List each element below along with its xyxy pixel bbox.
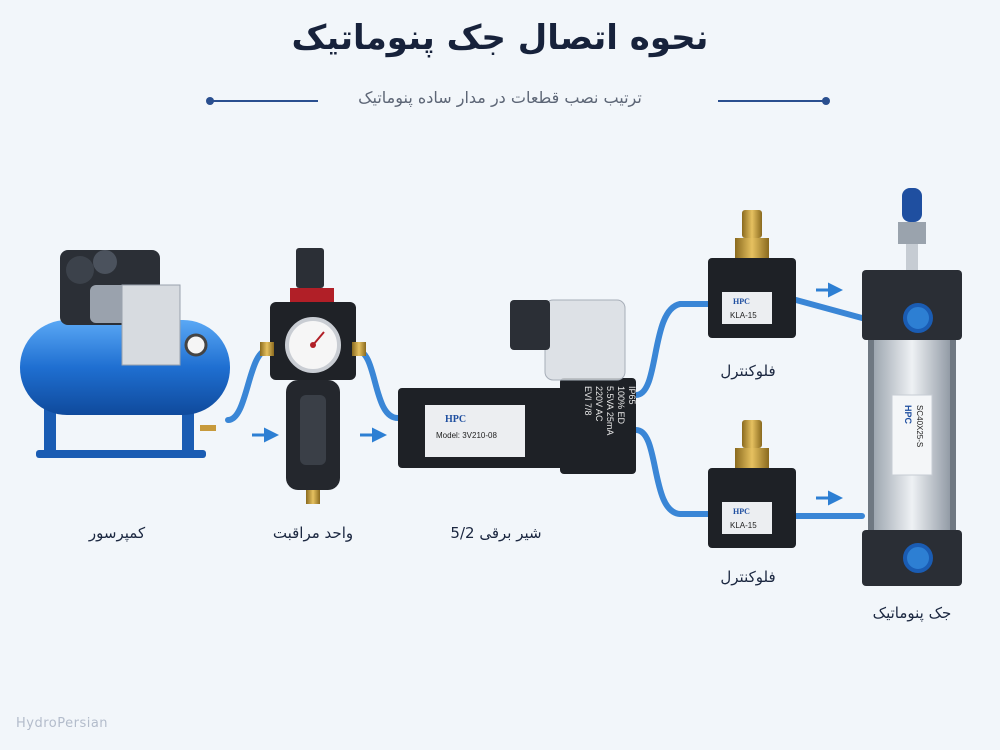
fc-top-model: KLA-15 xyxy=(730,311,757,320)
cyl-brand: HPC xyxy=(903,405,913,425)
label-solenoid-valve: شیر برقی 5/2 xyxy=(450,524,542,542)
coil-line-4: 100% ED xyxy=(616,386,626,425)
rule-dot-right xyxy=(822,97,830,105)
valve-model: Model: 3V210-08 xyxy=(436,431,497,440)
fc-bottom-brand: HPC xyxy=(733,507,750,516)
label-cylinder: جک پنوماتیک xyxy=(872,604,952,622)
flow-control-top: HPC KLA-15 xyxy=(708,210,796,338)
cyl-model: SC40X25-S xyxy=(915,405,924,447)
rule-dot-left xyxy=(206,97,214,105)
label-compressor: کمپرسور xyxy=(88,524,146,542)
page-subtitle: ترتیب نصب قطعات در مدار ساده پنوماتیک xyxy=(358,88,642,107)
tube-fc-top-to-cylinder xyxy=(793,297,865,321)
flow-control-bottom: HPC KLA-15 xyxy=(708,420,796,548)
coil-line-5: IP65 xyxy=(627,386,637,405)
tube-compressor-to-frl xyxy=(225,347,271,423)
label-service-unit: واحد مراقبت xyxy=(272,524,354,542)
subtitle-rule-right xyxy=(718,97,830,105)
tube-frl-to-valve xyxy=(353,347,401,421)
solenoid-valve: HPC Model: 3V210-08 EVI 7/8 220V AC 5.5V… xyxy=(398,299,637,474)
coil-label: EVI 7/8 220V AC 5.5VA 25mA 100% ED IP65 xyxy=(583,386,637,435)
subtitle-rule-left xyxy=(206,97,318,105)
air-tubing xyxy=(225,297,865,519)
coil-line-2: 220V AC xyxy=(594,386,604,422)
watermark: HydroPersian xyxy=(16,716,109,731)
valve-brand: HPC xyxy=(445,414,466,425)
cylinder-label: HPC SC40X25-S xyxy=(903,405,924,447)
compressor xyxy=(20,250,230,458)
label-flow-control-top: فلوکنترل xyxy=(720,362,776,380)
service-unit xyxy=(260,248,366,504)
label-flow-control-bottom: فلوکنترل xyxy=(720,568,776,586)
tube-valve-to-fc-top xyxy=(633,301,711,398)
tube-valve-to-fc-bottom xyxy=(633,427,711,517)
flow-arrows xyxy=(252,282,843,506)
pneumatic-cylinder: HPC SC40X25-S xyxy=(862,188,962,586)
fc-top-brand: HPC xyxy=(733,297,750,306)
coil-line-1: EVI 7/8 xyxy=(583,386,593,416)
coil-line-3: 5.5VA 25mA xyxy=(605,386,615,435)
fc-bottom-model: KLA-15 xyxy=(730,521,757,530)
page-title: نحوه اتصال جک پنوماتیک xyxy=(291,18,709,58)
